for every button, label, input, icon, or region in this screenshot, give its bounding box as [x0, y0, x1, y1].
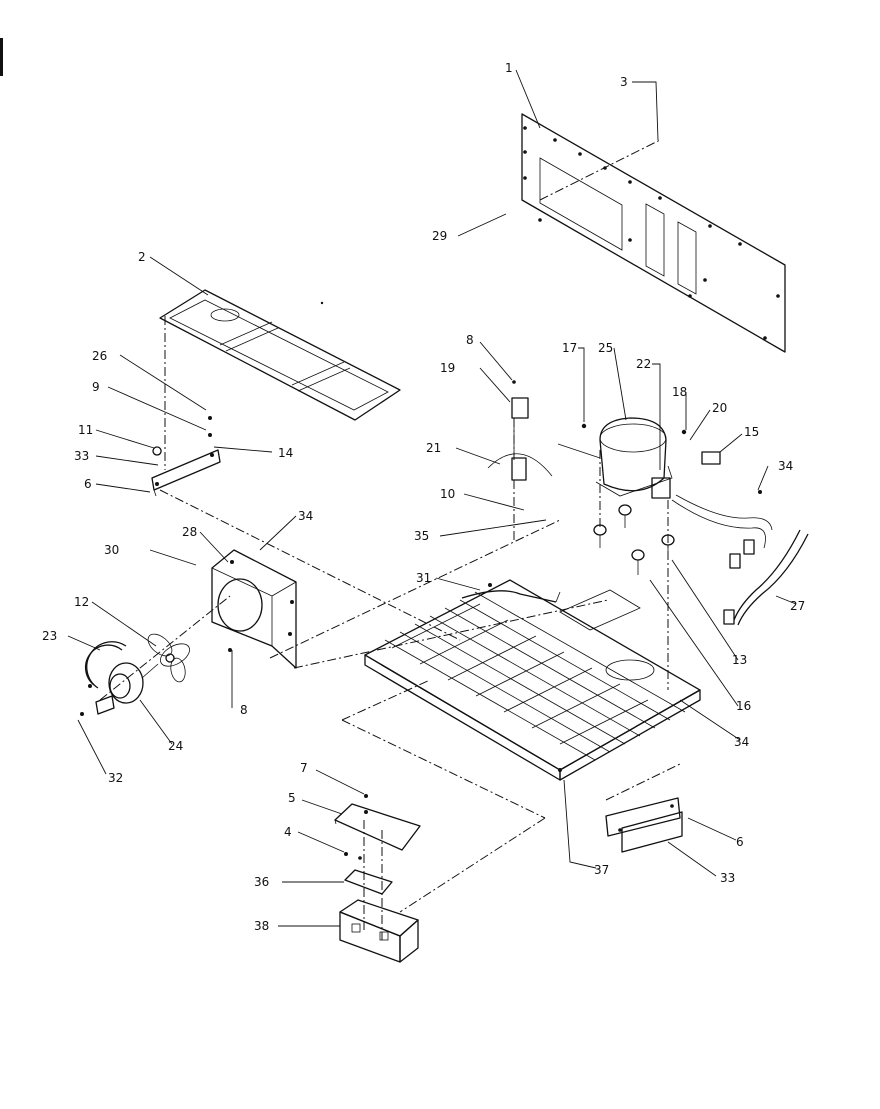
callout-19: 19 [440, 361, 455, 375]
fan-shroud [211, 549, 297, 669]
callout-34-shroud: 34 [298, 509, 313, 523]
wiring-harness [671, 490, 809, 626]
callout-37: 37 [594, 863, 609, 877]
top-shroud [159, 289, 401, 421]
callout-13: 13 [732, 653, 747, 667]
callout-28: 28 [182, 525, 197, 539]
compressor [557, 417, 721, 499]
tubing [461, 590, 561, 603]
scan-edge-mark [0, 38, 3, 76]
leader-lines [67, 69, 797, 927]
callout-33-left: 33 [74, 449, 89, 463]
fan-motor [80, 641, 159, 716]
callout-17: 17 [562, 341, 577, 355]
callout-6-left: 6 [84, 477, 92, 491]
compressor-grommets [581, 423, 687, 575]
fan-blade [147, 633, 190, 683]
callout-1: 1 [505, 61, 513, 75]
callout-27: 27 [790, 599, 805, 613]
callout-26: 26 [92, 349, 107, 363]
callout-36: 36 [254, 875, 269, 889]
callout-29: 29 [432, 229, 447, 243]
callout-6-right: 6 [736, 835, 744, 849]
relay [487, 380, 553, 481]
callout-16: 16 [736, 699, 751, 713]
callout-32: 32 [108, 771, 123, 785]
callout-2: 2 [138, 250, 146, 264]
callout-8-upper: 8 [466, 333, 474, 347]
callout-38: 38 [254, 919, 269, 933]
callout-25: 25 [598, 341, 613, 355]
callout-31: 31 [416, 571, 431, 585]
drain-pan [339, 899, 419, 963]
callout-labels: 1 2 3 29 8 19 17 25 22 18 20 15 34 26 9 … [42, 61, 805, 933]
callout-21: 21 [426, 441, 441, 455]
rear-panel [521, 113, 786, 353]
callout-10: 10 [440, 487, 455, 501]
callout-34-right: 34 [778, 459, 793, 473]
callout-8-lower: 8 [240, 703, 248, 717]
condenser-base [364, 579, 701, 781]
callout-22: 22 [636, 357, 651, 371]
gasket [344, 852, 393, 895]
callout-11: 11 [78, 423, 93, 437]
callout-30: 30 [104, 543, 119, 557]
callout-33-right: 33 [720, 871, 735, 885]
callout-5: 5 [288, 791, 296, 805]
cover-plate [334, 794, 421, 851]
callout-23: 23 [42, 629, 57, 643]
callout-20: 20 [712, 401, 727, 415]
left-bracket [151, 416, 221, 497]
callout-18: 18 [672, 385, 687, 399]
assembly-lines [99, 139, 681, 940]
callout-9: 9 [92, 380, 100, 394]
callout-7: 7 [300, 761, 308, 775]
callout-34-base: 34 [734, 735, 749, 749]
callout-15: 15 [744, 425, 759, 439]
right-bracket [605, 797, 683, 853]
callout-4: 4 [284, 825, 292, 839]
callout-12: 12 [74, 595, 89, 609]
callout-24: 24 [168, 739, 183, 753]
callout-35: 35 [414, 529, 429, 543]
callout-3: 3 [620, 75, 628, 89]
callout-14: 14 [278, 446, 293, 460]
